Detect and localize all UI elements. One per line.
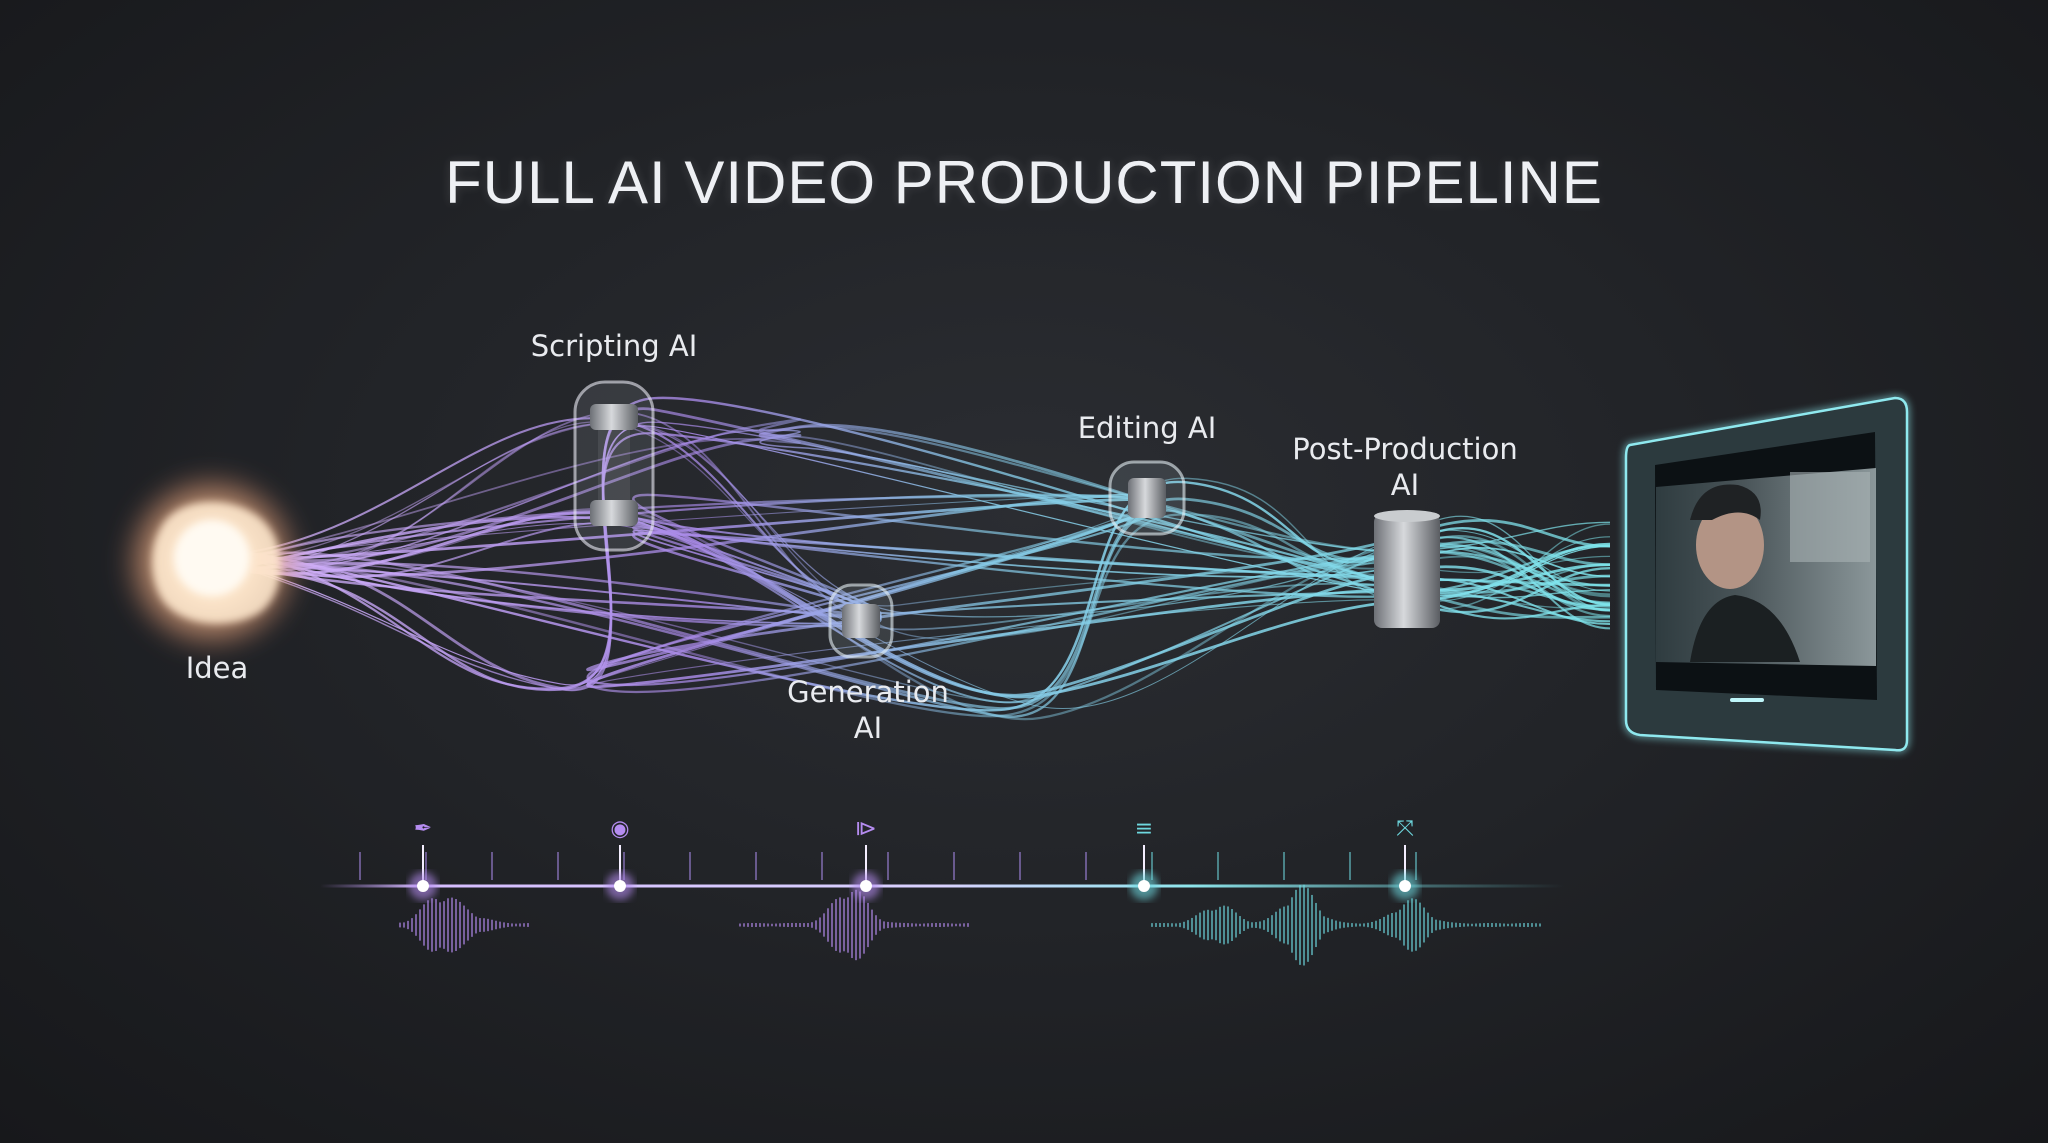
timeline-marker-dot[interactable] bbox=[1399, 880, 1411, 892]
idea-light-orb bbox=[117, 467, 307, 657]
timeline-marker-dot[interactable] bbox=[417, 880, 429, 892]
pen-icon[interactable]: ✒ bbox=[413, 816, 433, 842]
fiber-strand bbox=[249, 507, 1611, 721]
play-skip-icon[interactable]: ⧐ bbox=[855, 816, 877, 842]
generation-label-line1: Generation bbox=[787, 675, 949, 709]
generation-ai-node bbox=[828, 583, 894, 659]
timeline-marker-dot[interactable] bbox=[614, 880, 626, 892]
filter-icon[interactable]: ≡ bbox=[1134, 816, 1154, 842]
expand-icon[interactable]: ⤧ bbox=[1396, 816, 1414, 842]
generation-label-line2: AI bbox=[853, 711, 883, 745]
post-production-ai-label: Post-Production AI bbox=[1292, 431, 1517, 503]
post-production-ai-node bbox=[1374, 510, 1440, 628]
fiber-strand bbox=[249, 421, 1611, 618]
timeline-marker-dot[interactable] bbox=[1138, 880, 1150, 892]
editing-ai-label: Editing AI bbox=[1077, 411, 1217, 445]
scripting-ai-label: Scripting AI bbox=[530, 329, 698, 363]
timeline-marker-dot[interactable] bbox=[860, 880, 872, 892]
scripting-ai-node bbox=[573, 380, 655, 552]
editing-ai-node bbox=[1108, 460, 1186, 536]
post-production-label-line2: AI bbox=[1390, 468, 1420, 502]
record-icon[interactable]: ◉ bbox=[610, 816, 630, 842]
timeline bbox=[320, 845, 1565, 966]
video-monitor bbox=[1624, 395, 1909, 753]
video-frame-still bbox=[1656, 468, 1876, 666]
generation-ai-label: Generation AI bbox=[787, 674, 949, 746]
fiber-strand bbox=[249, 513, 1611, 718]
idea-label: Idea bbox=[185, 651, 249, 685]
post-production-label-line1: Post-Production bbox=[1292, 432, 1518, 466]
page-title: FULL AI VIDEO PRODUCTION PIPELINE bbox=[445, 149, 1603, 216]
fiber-strand bbox=[249, 522, 1611, 709]
